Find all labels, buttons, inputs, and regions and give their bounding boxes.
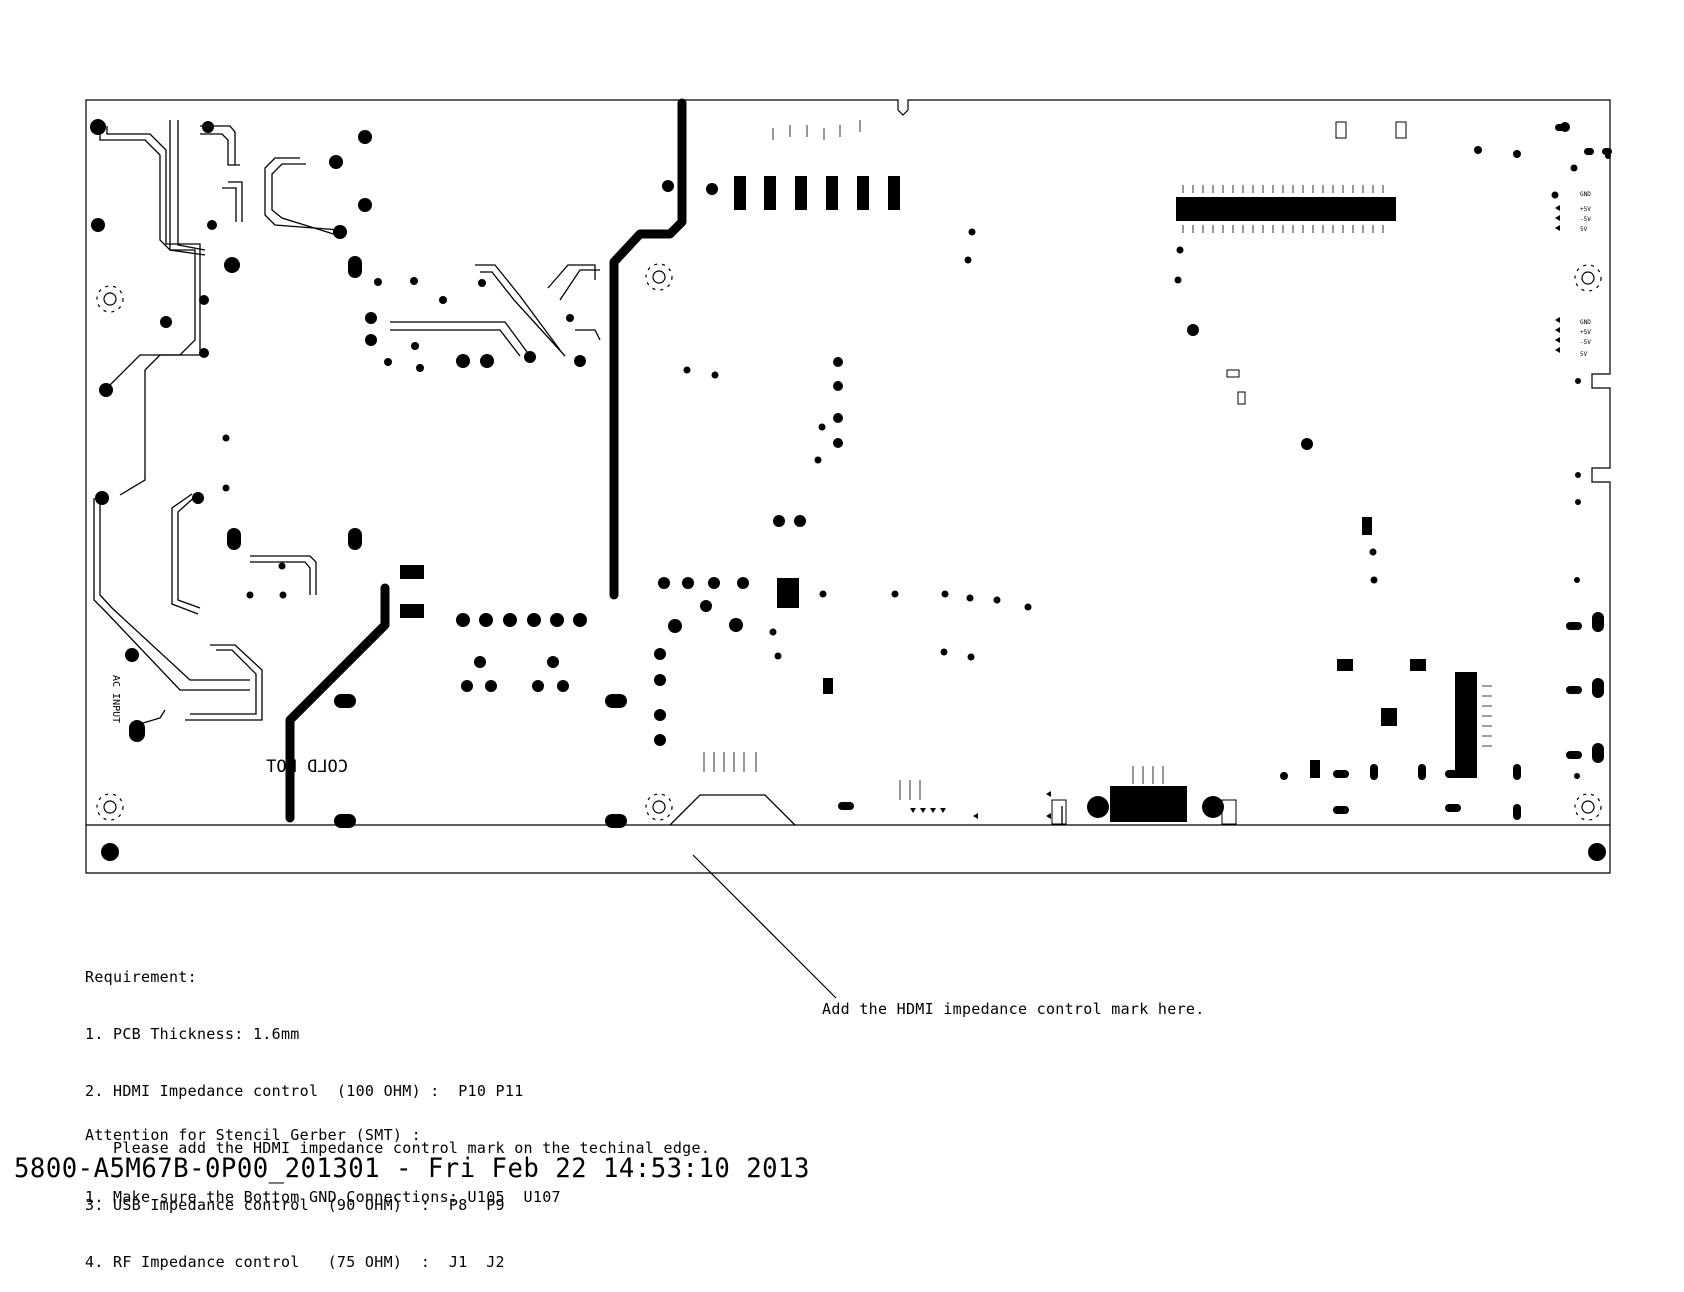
cold-hot-label: COLD HOT (266, 757, 348, 777)
pin-label: -5V (1580, 339, 1591, 346)
vias (222, 153, 1611, 780)
thin-traces (93, 120, 1063, 826)
pin-label: 5V (1580, 226, 1588, 233)
requirement-item: Please add the HDMI impedance control ma… (85, 1139, 711, 1157)
mounting-holes (96, 263, 1602, 821)
arrow-markers (910, 205, 1560, 819)
outline-components (1051, 121, 1407, 825)
requirement-heading: Requirement: (85, 968, 197, 986)
pin-label: -5V (1580, 216, 1591, 223)
board-outline (85, 99, 1611, 874)
pcb-layout-drawing: GND +5V -5V 5V GND +5V -5V 5V COLD HOT A… (85, 98, 1612, 999)
pin-label: 5V (1580, 351, 1588, 358)
footer-filename: 5800-A5M67B-0P00_201301 - Fri Feb 22 14:… (14, 1153, 810, 1184)
smd-pads (400, 176, 1477, 822)
pin-label: GND (1580, 191, 1591, 198)
ac-input-label: AC INPUT (110, 675, 121, 723)
requirement-item: 1. PCB Thickness: 1.6mm (85, 1025, 300, 1043)
hdmi-callout-text: Add the HDMI impedance control mark here… (822, 1000, 1205, 1018)
pin-label: +5V (1580, 206, 1591, 213)
callout-leader (692, 854, 837, 999)
silkscreen-marks (703, 120, 1492, 800)
requirement-item: 2. HDMI Impedance control (100 OHM) : P1… (85, 1082, 524, 1100)
through-hole-pads (90, 119, 1606, 861)
pin-labels-right-connector: GND +5V -5V 5V (1580, 319, 1591, 358)
oval-pads (129, 124, 1612, 828)
pin-label: GND (1580, 319, 1591, 326)
pin-labels-left-connector: GND +5V -5V 5V (1580, 191, 1591, 233)
pin-label: +5V (1580, 329, 1591, 336)
heavy-traces (285, 98, 687, 823)
requirement-item: 4. RF Impedance control (75 OHM) : J1 J2 (85, 1253, 505, 1271)
attention-heading: Attention for Stencil Gerber (SMT) : (85, 1126, 421, 1144)
attention-item: 1. Make sure the Bottom GND Connections:… (85, 1188, 561, 1206)
